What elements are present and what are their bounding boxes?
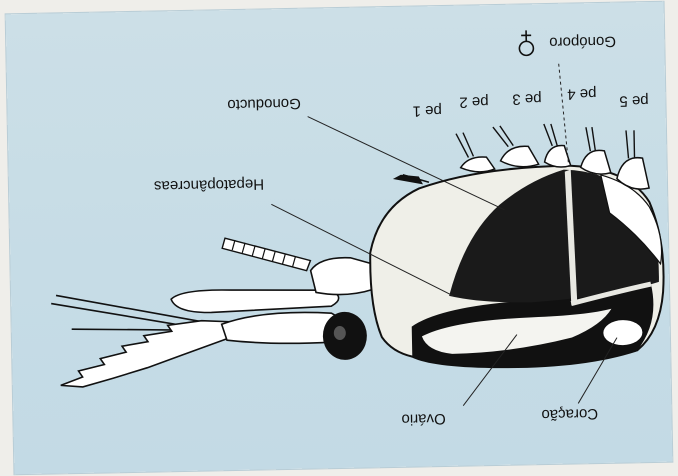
heart	[603, 319, 643, 346]
antennule-base	[310, 257, 373, 295]
figure-stage: Gonóporo Gonoducto pe 1 pe 2 pe 3 pe 4 p…	[6, 2, 673, 475]
label-ovario: Ovário	[401, 410, 446, 428]
label-pe2: pe 2	[459, 93, 489, 111]
label-pe1: pe 1	[412, 102, 442, 120]
shrimp-anatomy-drawing	[6, 2, 673, 475]
label-gonoporo: Gonóporo	[549, 33, 616, 51]
label-gonoducto: Gonoducto	[227, 95, 301, 113]
antennal-scale	[171, 288, 339, 314]
label-pe5: pe 5	[619, 92, 649, 110]
label-hepatopancreas: Hepatopâncreas	[154, 175, 264, 194]
figure-panel: Gonóporo Gonoducto pe 1 pe 2 pe 3 pe 4 p…	[6, 2, 673, 475]
female-symbol	[519, 30, 533, 55]
label-pe4: pe 4	[567, 85, 597, 103]
label-pe3: pe 3	[512, 90, 542, 108]
label-coracao: Coração	[541, 405, 598, 423]
striped-appendage	[222, 237, 311, 273]
